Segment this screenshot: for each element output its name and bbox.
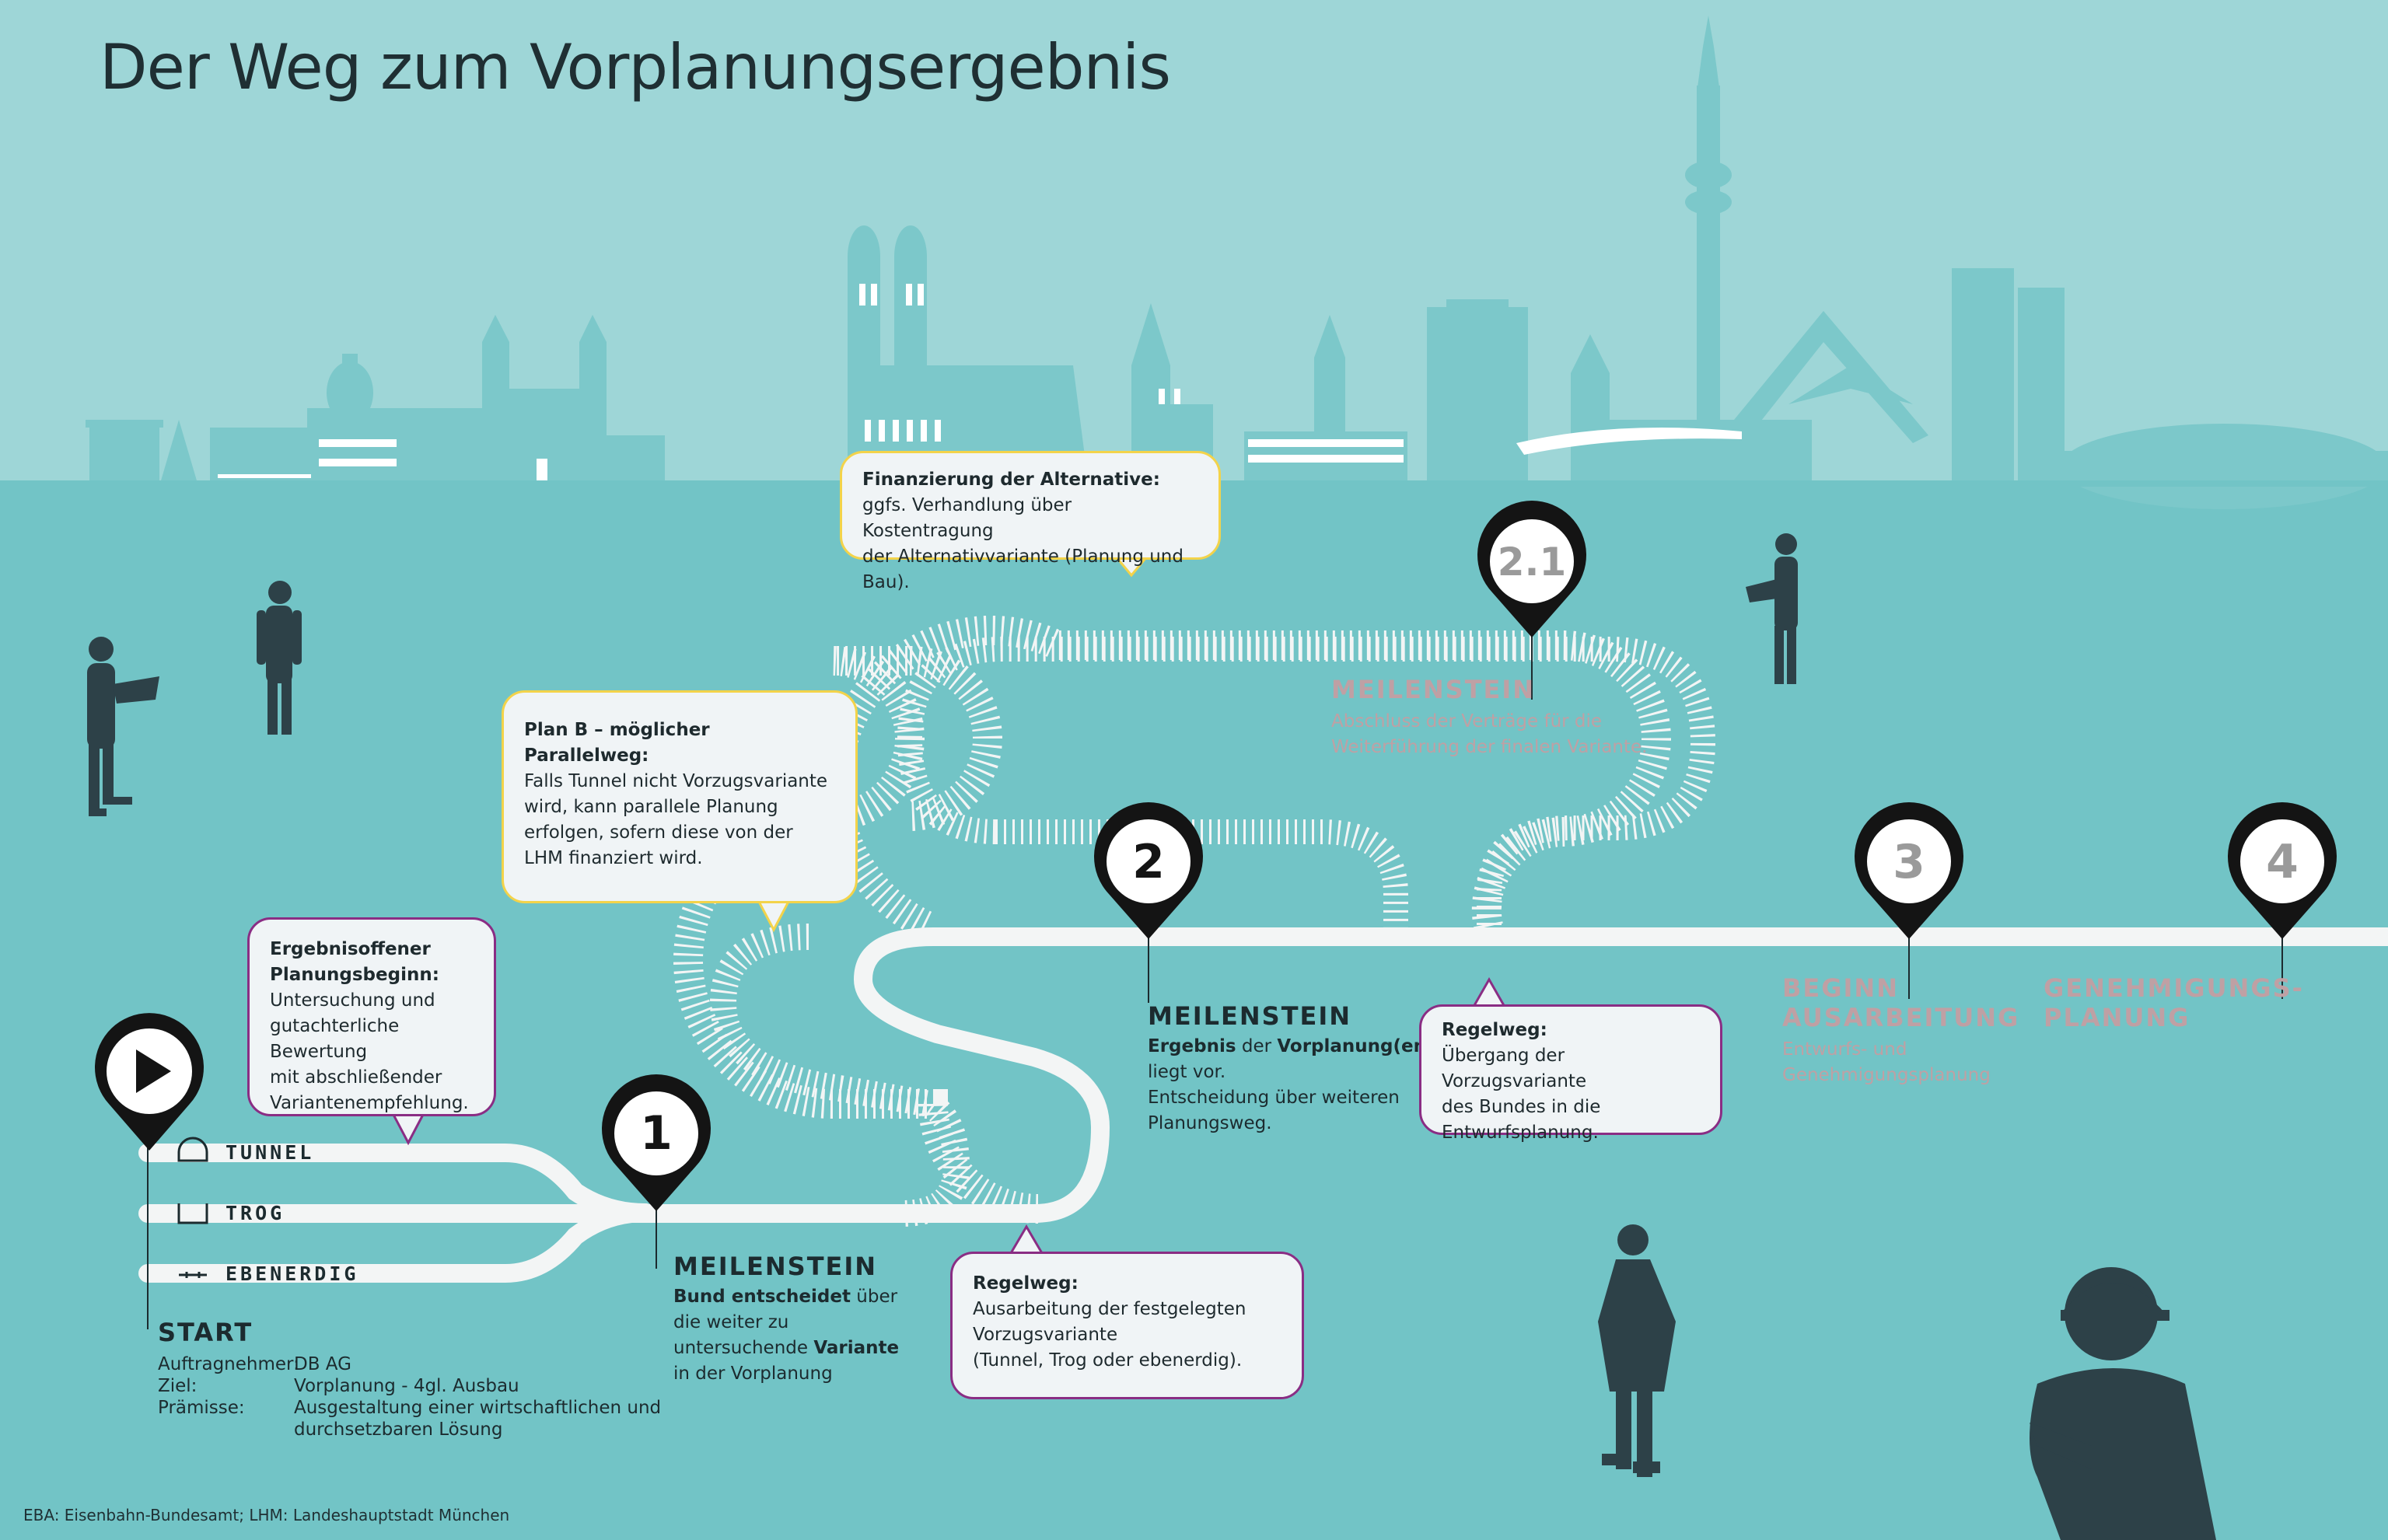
bubble-tail-regelweg1	[1009, 1224, 1044, 1255]
page-title: Der Weg zum Vorplanungsergebnis	[100, 31, 1171, 103]
bubble-ergebnisoffen: Ergebnisoffener Planungsbeginn: Untersuc…	[247, 917, 496, 1116]
milestone-2-1-heading: MEILENSTEIN	[1331, 675, 1536, 704]
bubble-regelweg-1: Regelweg: Ausarbeitung der festgelegten …	[950, 1252, 1304, 1399]
play-icon	[136, 1049, 171, 1093]
bubble-regelweg-2: Regelweg: Übergang der Vorzugsvariante d…	[1419, 1004, 1722, 1143]
worker-right-large	[2030, 1267, 2216, 1540]
track-label-trog: TROG	[226, 1202, 285, 1224]
pin-2: 2	[1094, 802, 1204, 939]
milestone-1: MEILENSTEIN Bund entscheidet über die we…	[673, 1252, 938, 1387]
bubble-tail-ergebnisoffen	[390, 1112, 426, 1146]
start-row-ziel: Ziel: Vorplanung - 4gl. Ausbau	[158, 1376, 519, 1396]
track-label-tunnel: TUNNEL	[226, 1141, 315, 1164]
milestone-2-heading: MEILENSTEIN	[1148, 1001, 1352, 1031]
loop-top	[897, 637, 1716, 929]
main-path	[138, 924, 2388, 1283]
svg-text:3: 3	[1893, 835, 1925, 889]
start-row-auftragnehmer: Auftragnehmer: DB AG	[158, 1354, 351, 1374]
worker-left-1	[87, 637, 159, 816]
skyline-windows	[218, 284, 1742, 482]
svg-text:2.1: 2.1	[1498, 540, 1567, 585]
start-row-praemisse: Prämisse: Ausgestaltung einer wirtschaft…	[158, 1398, 662, 1440]
start-heading: START	[158, 1318, 253, 1347]
milestone-2-1: MEILENSTEIN Abschluss der Verträge für d…	[1331, 675, 1658, 760]
ebenerdig-icon	[179, 1272, 207, 1278]
pin-start	[94, 1013, 204, 1151]
worker-center-bottom	[1598, 1224, 1676, 1477]
milestone-3: BEGINN AUSARBEITUNG Entwurfs- und Genehm…	[1782, 973, 2020, 1085]
bubble-finanzierung: Finanzierung der Alternative: ggfs. Verh…	[840, 451, 1221, 592]
pin-2-1: 2.1	[1477, 501, 1586, 637]
loop-bottom-left	[995, 819, 1408, 929]
pin-3: 3	[1854, 802, 1963, 939]
svg-text:4: 4	[2266, 835, 2299, 889]
footer-note: EBA: Eisenbahn-Bundesamt; LHM: Landeshau…	[23, 1506, 510, 1524]
parallel-path-planb	[673, 646, 1039, 1224]
bubble-tail-planb	[756, 899, 792, 933]
worker-right-top	[1746, 533, 1798, 684]
tunnel-icon	[177, 1137, 208, 1162]
leader-lines	[147, 634, 2283, 1329]
worker-silhouettes	[87, 533, 2216, 1540]
bubble-tail-regelweg2	[1471, 976, 1507, 1008]
svg-text:1: 1	[640, 1106, 673, 1161]
city-skyline	[86, 16, 2388, 509]
pin-1: 1	[602, 1074, 711, 1211]
start-block: START Auftragnehmer: DB AG Ziel: Vorplan…	[158, 1318, 671, 1440]
milestone-2: MEILENSTEIN Ergebnis der Vorplanung(en) …	[1148, 1001, 1443, 1137]
svg-text:2: 2	[1132, 835, 1165, 889]
track-label-ebenerdig: EBENERDIG	[226, 1262, 359, 1285]
pin-4: 4	[2228, 802, 2337, 939]
trog-icon	[177, 1203, 208, 1224]
milestone-1-heading: MEILENSTEIN	[673, 1252, 878, 1281]
worker-left-2	[257, 581, 302, 735]
bubble-planb: Plan B – möglicher Parallelweg: Falls Tu…	[502, 690, 858, 903]
milestone-4: GENEHMIGUNGS- PLANUNG	[2044, 973, 2304, 1032]
